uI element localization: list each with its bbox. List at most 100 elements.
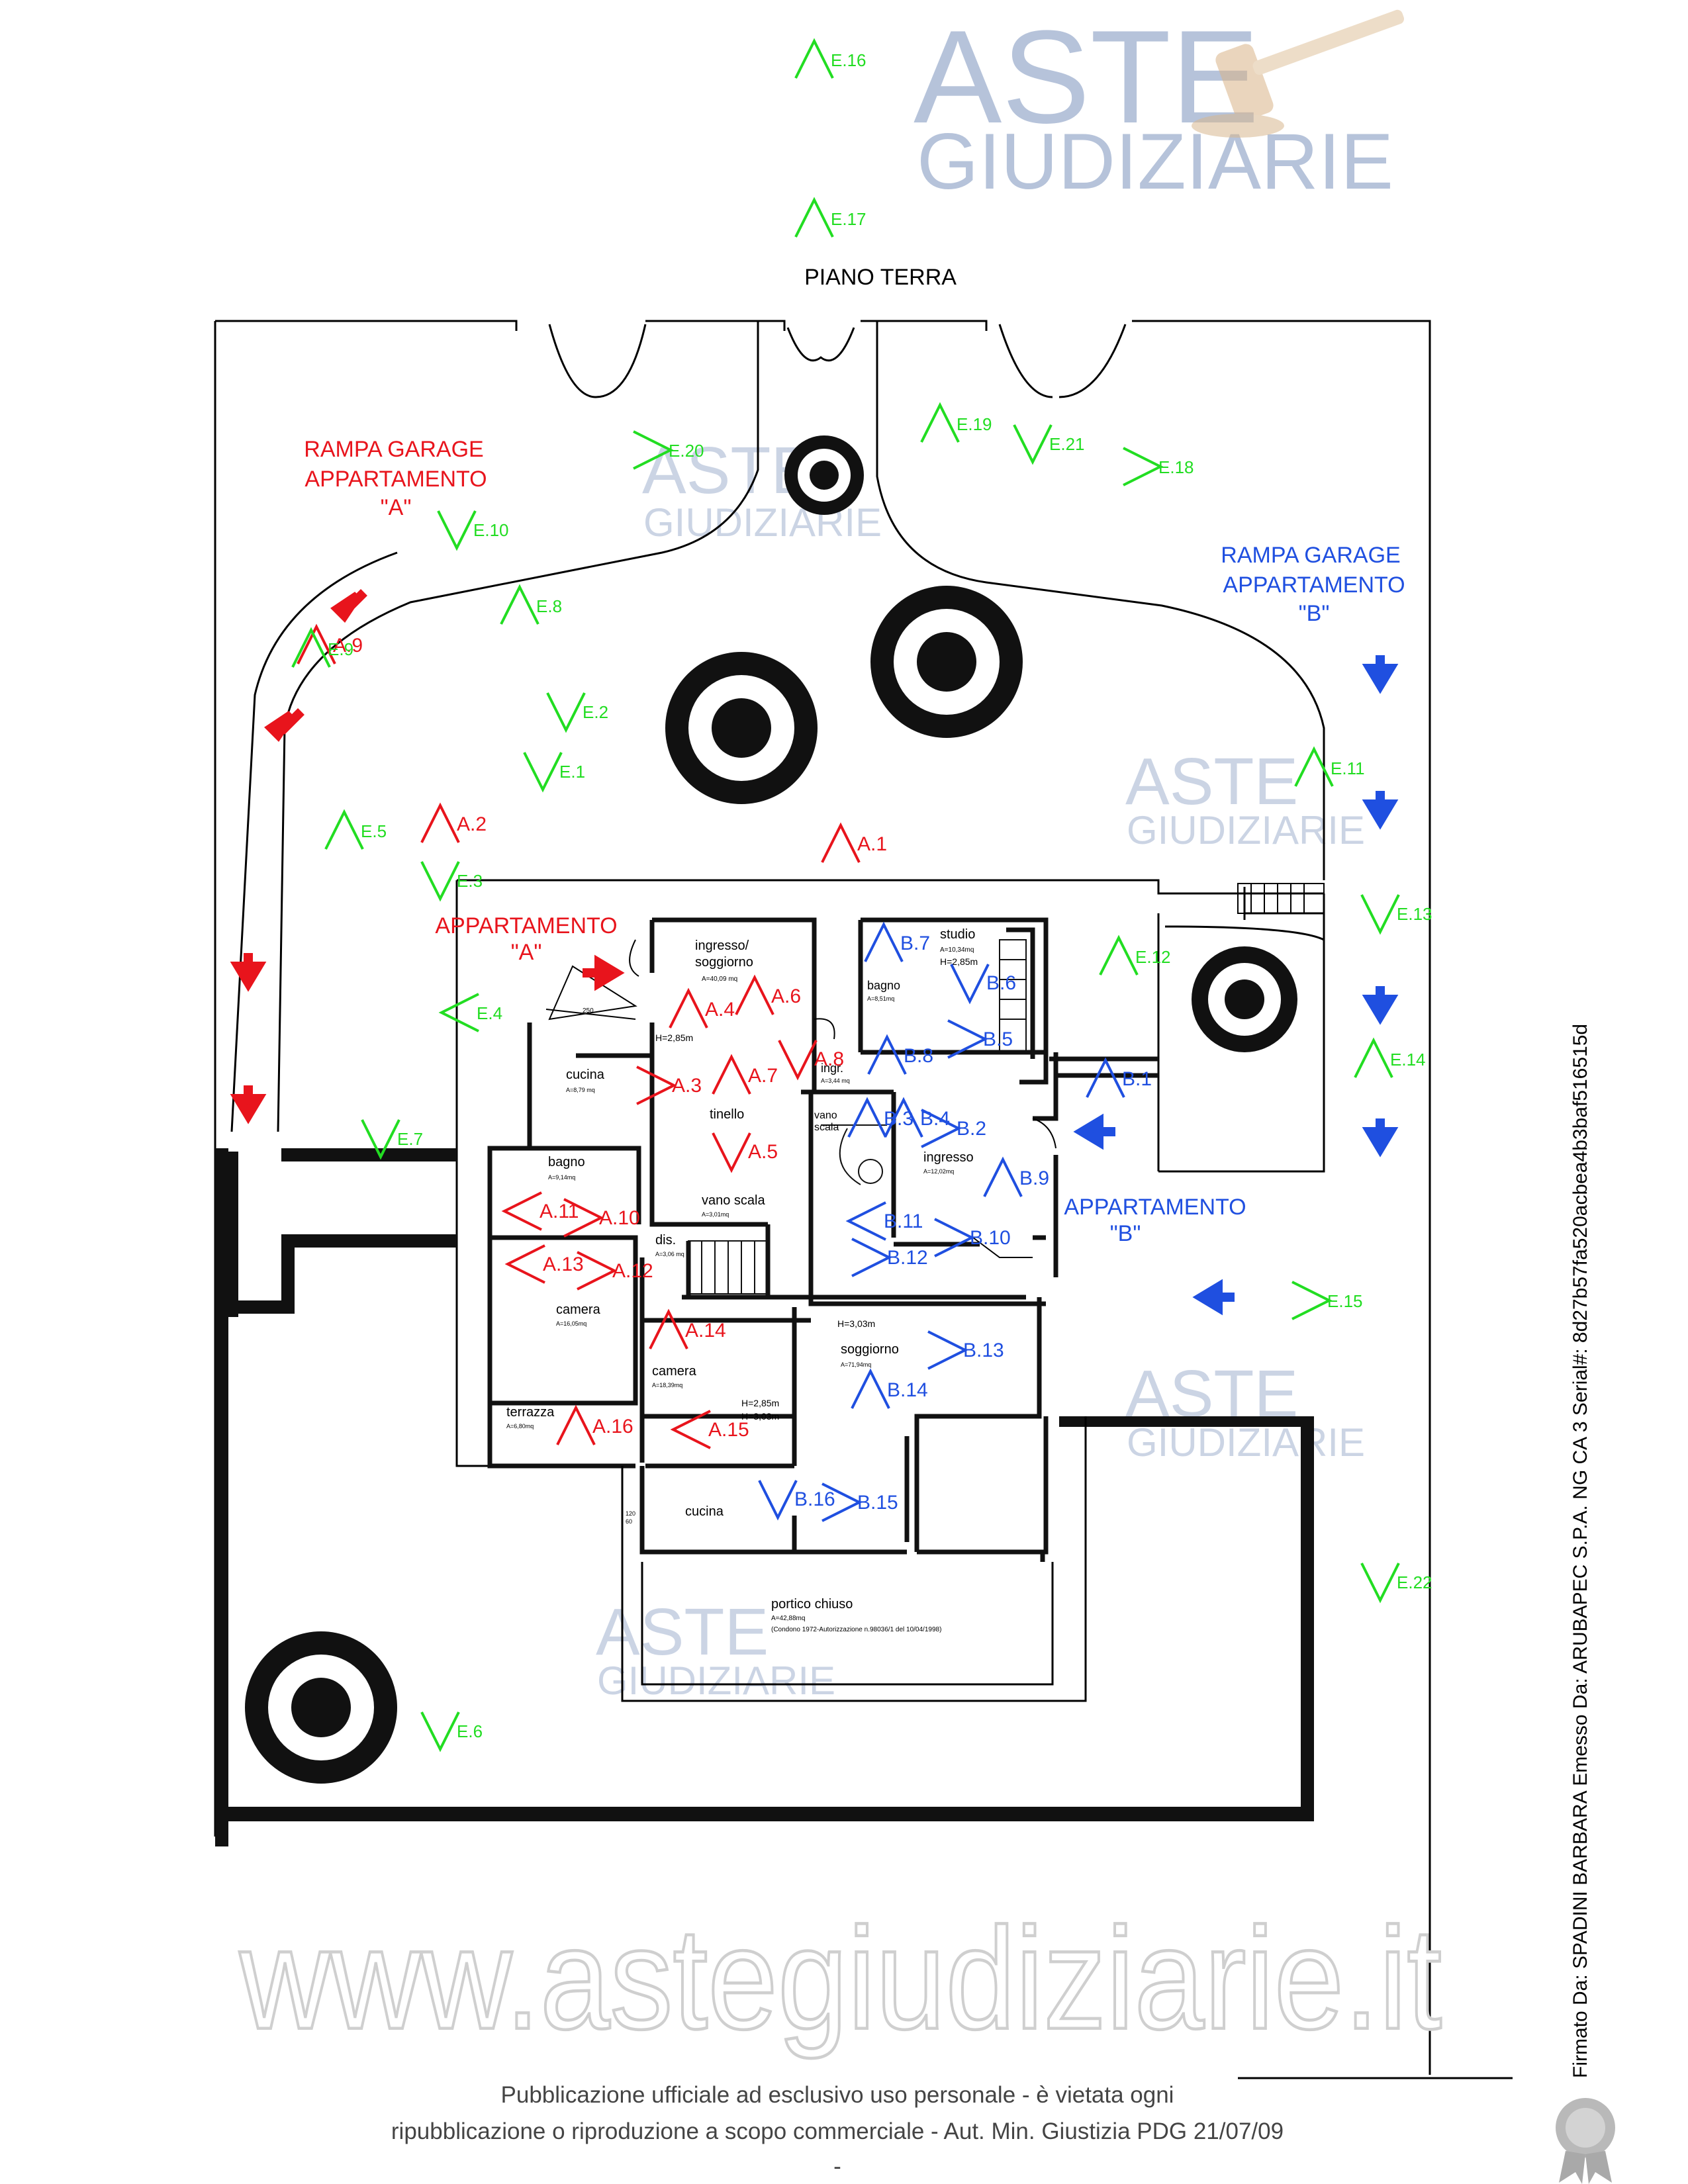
photo-marker: B.6 bbox=[950, 964, 1016, 1005]
photo-marker-label: E.1 bbox=[559, 762, 585, 782]
tree-icon bbox=[784, 435, 864, 515]
seal-icon bbox=[1556, 2098, 1615, 2184]
photo-marker-label: E.9 bbox=[328, 639, 353, 659]
gavel-icon bbox=[1192, 9, 1405, 138]
photo-marker-label: B.12 bbox=[887, 1247, 928, 1269]
room-height: H=2,85m bbox=[655, 1032, 693, 1043]
room-area: A=16,05mq bbox=[556, 1320, 586, 1327]
photo-marker-label: B.11 bbox=[884, 1210, 923, 1232]
photo-marker: E.5 bbox=[324, 809, 387, 850]
photo-marker: B.7 bbox=[864, 921, 930, 962]
view-angle-icon bbox=[420, 1711, 460, 1752]
view-angle-icon bbox=[712, 1054, 751, 1095]
room-area: A=42,88mq bbox=[771, 1615, 805, 1622]
view-angle-icon bbox=[504, 1244, 545, 1284]
photo-marker-label: A.4 bbox=[705, 999, 735, 1021]
photo-marker-label: A.10 bbox=[599, 1207, 640, 1229]
watermark-url: www.astegiudiziarie.it bbox=[239, 1898, 1442, 2059]
photo-marker-label: B.4 bbox=[920, 1108, 950, 1130]
view-angle-icon bbox=[546, 692, 586, 733]
photo-marker: E.6 bbox=[420, 1711, 483, 1752]
view-angle-icon bbox=[758, 1480, 798, 1521]
photo-marker: E.3 bbox=[420, 861, 483, 902]
room-name: portico chiuso bbox=[771, 1597, 853, 1612]
photo-marker-label: E.7 bbox=[397, 1129, 423, 1149]
view-angle-icon bbox=[851, 1368, 890, 1409]
room-height: H=2,85m bbox=[940, 956, 978, 967]
photo-marker-label: E.8 bbox=[536, 596, 562, 616]
photo-marker-label: E.19 bbox=[957, 414, 992, 434]
photo-marker-label: E.5 bbox=[361, 821, 387, 841]
view-angle-icon bbox=[927, 1330, 968, 1370]
photo-marker-label: E.16 bbox=[831, 50, 867, 70]
view-angle-icon bbox=[794, 38, 834, 79]
watermark-brand-line1: ASTE bbox=[596, 1595, 769, 1669]
photo-marker-label: B.10 bbox=[970, 1227, 1011, 1249]
photo-marker: E.19 bbox=[920, 402, 992, 443]
photo-marker-label: A.11 bbox=[539, 1201, 579, 1222]
photo-marker-label: A.16 bbox=[592, 1416, 633, 1437]
photo-marker: B.15 bbox=[821, 1482, 898, 1522]
room-labels: ingresso/ soggiorno A=40,09 mq studio A=… bbox=[506, 927, 978, 1633]
view-angle-icon bbox=[884, 1097, 923, 1138]
view-angle-icon bbox=[523, 752, 563, 793]
view-angle-icon bbox=[563, 1198, 604, 1238]
dimension-label: 120 bbox=[626, 1510, 635, 1517]
view-angle-icon bbox=[947, 1019, 988, 1059]
view-angle-icon bbox=[1360, 894, 1400, 935]
photo-marker-label: E.4 bbox=[477, 1003, 502, 1023]
arrow-icon bbox=[1362, 1118, 1399, 1158]
arrow-icon bbox=[1362, 986, 1399, 1025]
photo-marker-label: E.13 bbox=[1397, 904, 1432, 924]
photo-marker-label: E.22 bbox=[1397, 1572, 1432, 1592]
watermark-brand-line2: GIUDIZIARIE bbox=[1127, 1420, 1365, 1465]
watermark-logo-bottom: ASTE GIUDIZIARIE bbox=[596, 1595, 835, 1703]
photo-marker-label: E.10 bbox=[473, 520, 509, 540]
view-angle-icon bbox=[633, 430, 674, 470]
room-name: dis. bbox=[655, 1233, 676, 1248]
photo-marker: E.9 bbox=[291, 627, 353, 668]
room-area: A=3,06 mq bbox=[655, 1251, 684, 1257]
room-name: bagno bbox=[548, 1155, 585, 1169]
view-angle-icon bbox=[297, 623, 336, 664]
view-angle-icon bbox=[556, 1404, 596, 1445]
tree-icons bbox=[245, 435, 1297, 1784]
photo-marker-label: B.14 bbox=[887, 1379, 928, 1401]
photo-marker-label: A.6 bbox=[771, 985, 801, 1007]
photo-marker-label: E.12 bbox=[1135, 947, 1171, 967]
photo-marker: E.17 bbox=[794, 197, 867, 238]
photo-marker: A.7 bbox=[712, 1054, 778, 1095]
room-name: terrazza bbox=[506, 1405, 555, 1420]
view-angle-icon bbox=[501, 1191, 542, 1231]
view-angle-icon bbox=[847, 1097, 887, 1138]
arrow-icon bbox=[1192, 1279, 1235, 1316]
footer: Pubblicazione ufficiale ad esclusivo uso… bbox=[391, 2082, 1284, 2179]
room-area: A=6,80mq bbox=[506, 1423, 534, 1430]
photo-marker-label: E.2 bbox=[583, 702, 608, 722]
photo-marker: E.22 bbox=[1360, 1563, 1432, 1604]
photo-marker: E.21 bbox=[1013, 424, 1085, 465]
view-angle-icon bbox=[867, 1034, 907, 1075]
photo-marker-label: A.9 bbox=[333, 635, 363, 657]
arrow-icon bbox=[1362, 655, 1399, 694]
photo-marker: B.3 bbox=[847, 1097, 914, 1138]
photo-marker: A.6 bbox=[735, 974, 801, 1015]
photo-marker: A.12 bbox=[577, 1251, 653, 1291]
arrow-icon bbox=[230, 1085, 267, 1124]
room-name: vano scala bbox=[702, 1193, 765, 1208]
appartamento-a-line1: APPARTAMENTO bbox=[435, 913, 617, 938]
room-area: A=18,39mq bbox=[652, 1382, 682, 1388]
photo-marker-label: A.7 bbox=[748, 1065, 778, 1087]
photo-marker: B.12 bbox=[851, 1238, 928, 1277]
room-area: A=8,79 mq bbox=[566, 1087, 595, 1093]
photo-marker: E.12 bbox=[1099, 934, 1171, 976]
view-angle-icon bbox=[1123, 447, 1164, 486]
view-angle-icon bbox=[920, 402, 960, 443]
view-angle-icon bbox=[1360, 1563, 1400, 1604]
arrow-icon bbox=[583, 954, 625, 991]
photo-marker-label: A.15 bbox=[708, 1419, 749, 1441]
photo-marker: B.4 bbox=[884, 1097, 950, 1138]
photo-marker-label: E.21 bbox=[1049, 434, 1085, 454]
photo-marker-label: E.11 bbox=[1331, 758, 1365, 778]
view-angle-icon bbox=[1086, 1057, 1125, 1098]
